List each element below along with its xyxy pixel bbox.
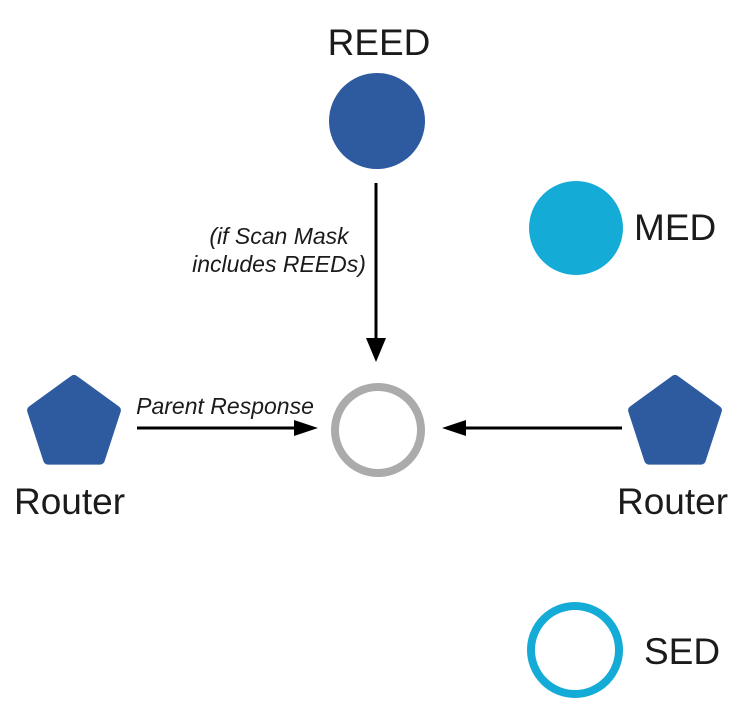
joiner-node-circle [331, 383, 425, 477]
arrow-reed-to-joiner [366, 183, 386, 362]
arrow-reed-head-icon [366, 338, 386, 362]
arrow-left-head-icon [294, 420, 318, 436]
med-node-label: MED [634, 207, 717, 248]
scan-mask-annotation-line1: (if Scan Mask [209, 223, 349, 249]
scan-mask-annotation: (if Scan Mask includes REEDs) [192, 222, 366, 278]
med-node-circle [529, 181, 623, 275]
arrow-right-head-icon [442, 420, 466, 436]
sed-node-circle [527, 602, 623, 698]
router-right-pentagon [628, 375, 722, 465]
arrow-router-left-to-joiner [137, 420, 318, 436]
sed-node-label: SED [644, 631, 721, 672]
arrow-router-right-to-joiner [442, 420, 622, 436]
router-left-label: Router [14, 481, 126, 522]
router-right-label: Router [617, 481, 729, 522]
router-left-pentagon [27, 375, 121, 465]
reed-node-label: REED [327, 22, 431, 63]
scan-mask-annotation-line2: includes REEDs) [192, 251, 366, 277]
parent-response-annotation: Parent Response [136, 393, 314, 419]
reed-node-circle [329, 73, 425, 169]
